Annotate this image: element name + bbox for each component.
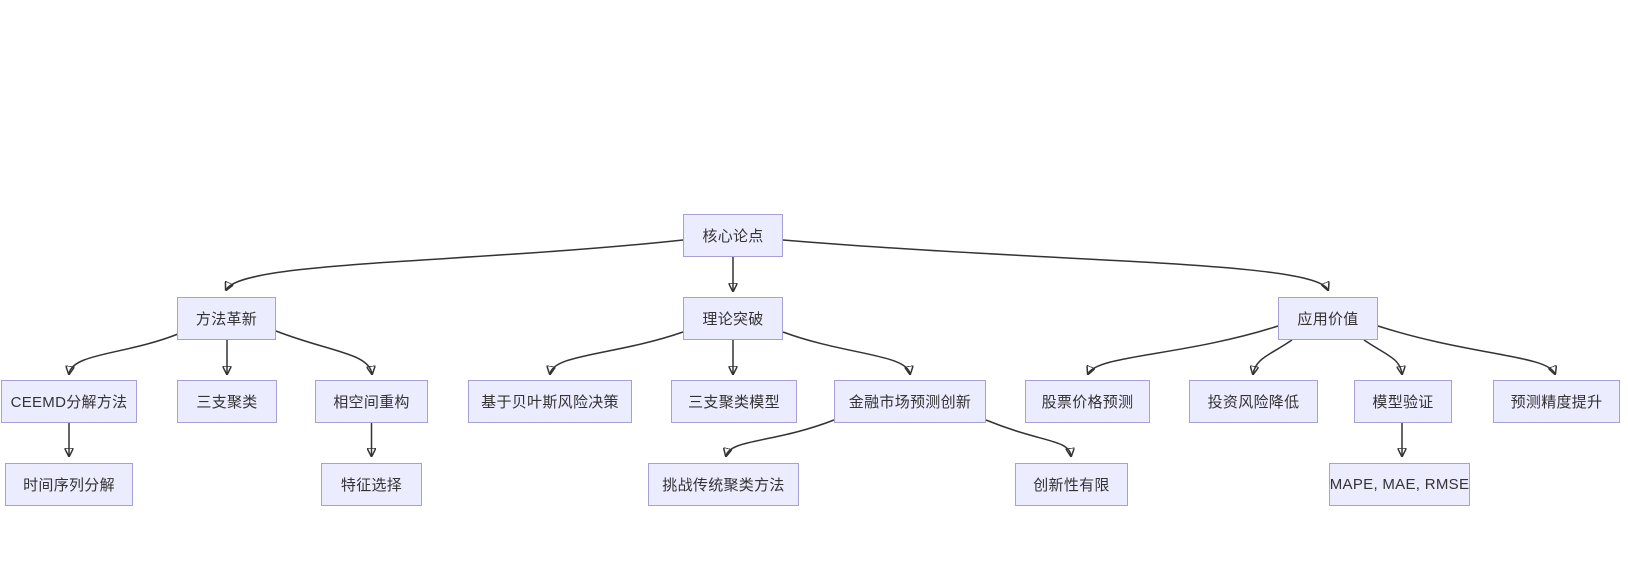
- node-ceemd-decomposition: CEEMD分解方法: [1, 380, 137, 423]
- node-three-way-clustering: 三支聚类: [177, 380, 277, 423]
- edge-application-to-risk: [1253, 339, 1293, 374]
- node-application-value: 应用价值: [1278, 297, 1378, 340]
- edge-application-to-accuracy: [1377, 325, 1555, 374]
- edge-method-to-phase-space: [275, 330, 372, 374]
- node-method-innovation: 方法革新: [177, 297, 276, 340]
- edge-application-to-stock: [1088, 325, 1279, 374]
- node-phase-space-reconstruction: 相空间重构: [315, 380, 428, 423]
- node-investment-risk-reduction: 投资风险降低: [1189, 380, 1318, 423]
- node-feature-selection: 特征选择: [321, 463, 422, 506]
- node-bayesian-risk-decision: 基于贝叶斯风险决策: [468, 380, 632, 423]
- node-theory-breakthrough: 理论突破: [683, 297, 783, 340]
- edge-root-to-application: [782, 239, 1328, 290]
- edge-finance-to-limited: [985, 419, 1071, 456]
- edge-application-to-validation: [1363, 339, 1402, 374]
- edge-finance-to-challenge: [726, 419, 835, 456]
- node-limited-innovation: 创新性有限: [1015, 463, 1128, 506]
- node-three-way-clustering-model: 三支聚类模型: [671, 380, 797, 423]
- node-time-series-decomposition: 时间序列分解: [5, 463, 133, 506]
- node-stock-price-prediction: 股票价格预测: [1025, 380, 1150, 423]
- edge-method-to-ceemd: [69, 333, 179, 374]
- node-model-validation: 模型验证: [1354, 380, 1452, 423]
- node-evaluation-metrics: MAPE, MAE, RMSE: [1329, 463, 1470, 506]
- node-financial-market-prediction-innovation: 金融市场预测创新: [834, 380, 986, 423]
- node-challenge-traditional-clustering: 挑战传统聚类方法: [648, 463, 799, 506]
- edge-root-to-method: [226, 239, 684, 290]
- edge-theory-to-bayes: [550, 331, 684, 374]
- node-prediction-accuracy-improvement: 预测精度提升: [1493, 380, 1620, 423]
- edge-theory-to-finance: [782, 331, 910, 374]
- node-core-thesis: 核心论点: [683, 214, 783, 257]
